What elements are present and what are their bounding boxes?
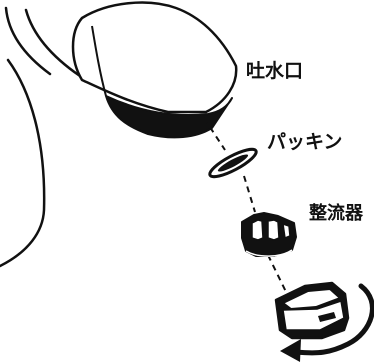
aerator-part bbox=[241, 212, 297, 257]
assembly-axis bbox=[203, 117, 291, 301]
packing-label: パッキン bbox=[267, 131, 343, 153]
packing-ring bbox=[208, 147, 258, 179]
curved-arrow-icon bbox=[280, 283, 374, 362]
spout-head bbox=[71, 1, 238, 139]
spout-label: 吐水口 bbox=[246, 60, 304, 82]
nozzle-cap bbox=[274, 281, 350, 340]
aerator-label: 整流器 bbox=[309, 203, 363, 224]
faucet-body bbox=[0, 6, 82, 268]
